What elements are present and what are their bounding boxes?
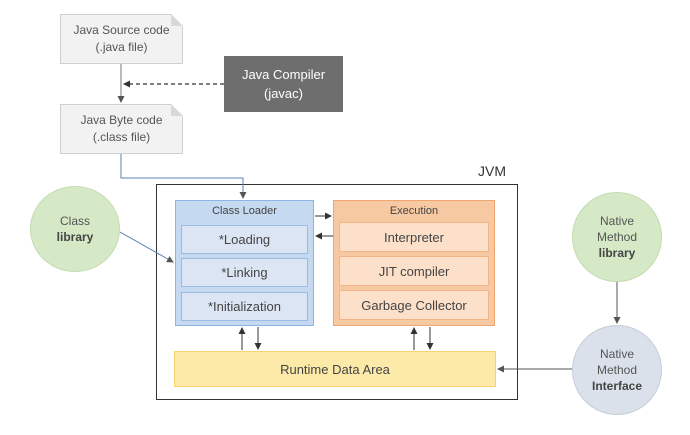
initialization-item: *Initialization [181, 292, 308, 321]
native-library-line1: Native [599, 214, 634, 228]
loading-item: *Loading [181, 225, 308, 254]
native-interface-line1: Native [599, 347, 634, 361]
java-source-code-doc: Java Source code (.java file) [60, 14, 183, 64]
source-line2: (.java file) [95, 40, 148, 54]
compiler-line2: (javac) [263, 86, 303, 101]
native-interface-line3: Interface [591, 379, 643, 393]
class-loader-title: Class Loader [212, 205, 277, 217]
class-library-circle: Class library [30, 186, 120, 272]
java-byte-code-doc: Java Byte code (.class file) [60, 104, 183, 154]
execution-panel: Execution Interpreter JIT compiler Garba… [333, 200, 495, 326]
class-library-line2: library [56, 230, 94, 244]
class-loader-panel: Class Loader *Loading *Linking *Initiali… [175, 200, 314, 326]
runtime-data-area: Runtime Data Area [174, 351, 496, 387]
java-compiler-box: Java Compiler (javac) [224, 56, 343, 112]
garbage-collector-item: Garbage Collector [339, 290, 489, 320]
compiler-line1: Java Compiler [241, 67, 326, 82]
bytecode-line1: Java Byte code [80, 113, 163, 127]
native-library-line3: library [598, 246, 636, 260]
linking-item: *Linking [181, 258, 308, 287]
class-library-line1: Class [59, 214, 90, 228]
bytecode-to-loader-arrow [120, 154, 247, 199]
interpreter-item: Interpreter [339, 222, 489, 252]
jit-compiler-item: JIT compiler [339, 256, 489, 286]
class-library-to-loader-arrow [119, 231, 174, 263]
bytecode-line2: (.class file) [92, 130, 151, 144]
source-line1: Java Source code [73, 23, 170, 37]
execution-title: Execution [389, 205, 439, 217]
native-library-line2: Method [596, 230, 638, 244]
native-method-interface-circle: Native Method Interface [572, 325, 662, 415]
native-method-library-circle: Native Method library [572, 192, 662, 282]
jvm-label: JVM [478, 163, 506, 179]
native-interface-line2: Method [596, 363, 638, 377]
